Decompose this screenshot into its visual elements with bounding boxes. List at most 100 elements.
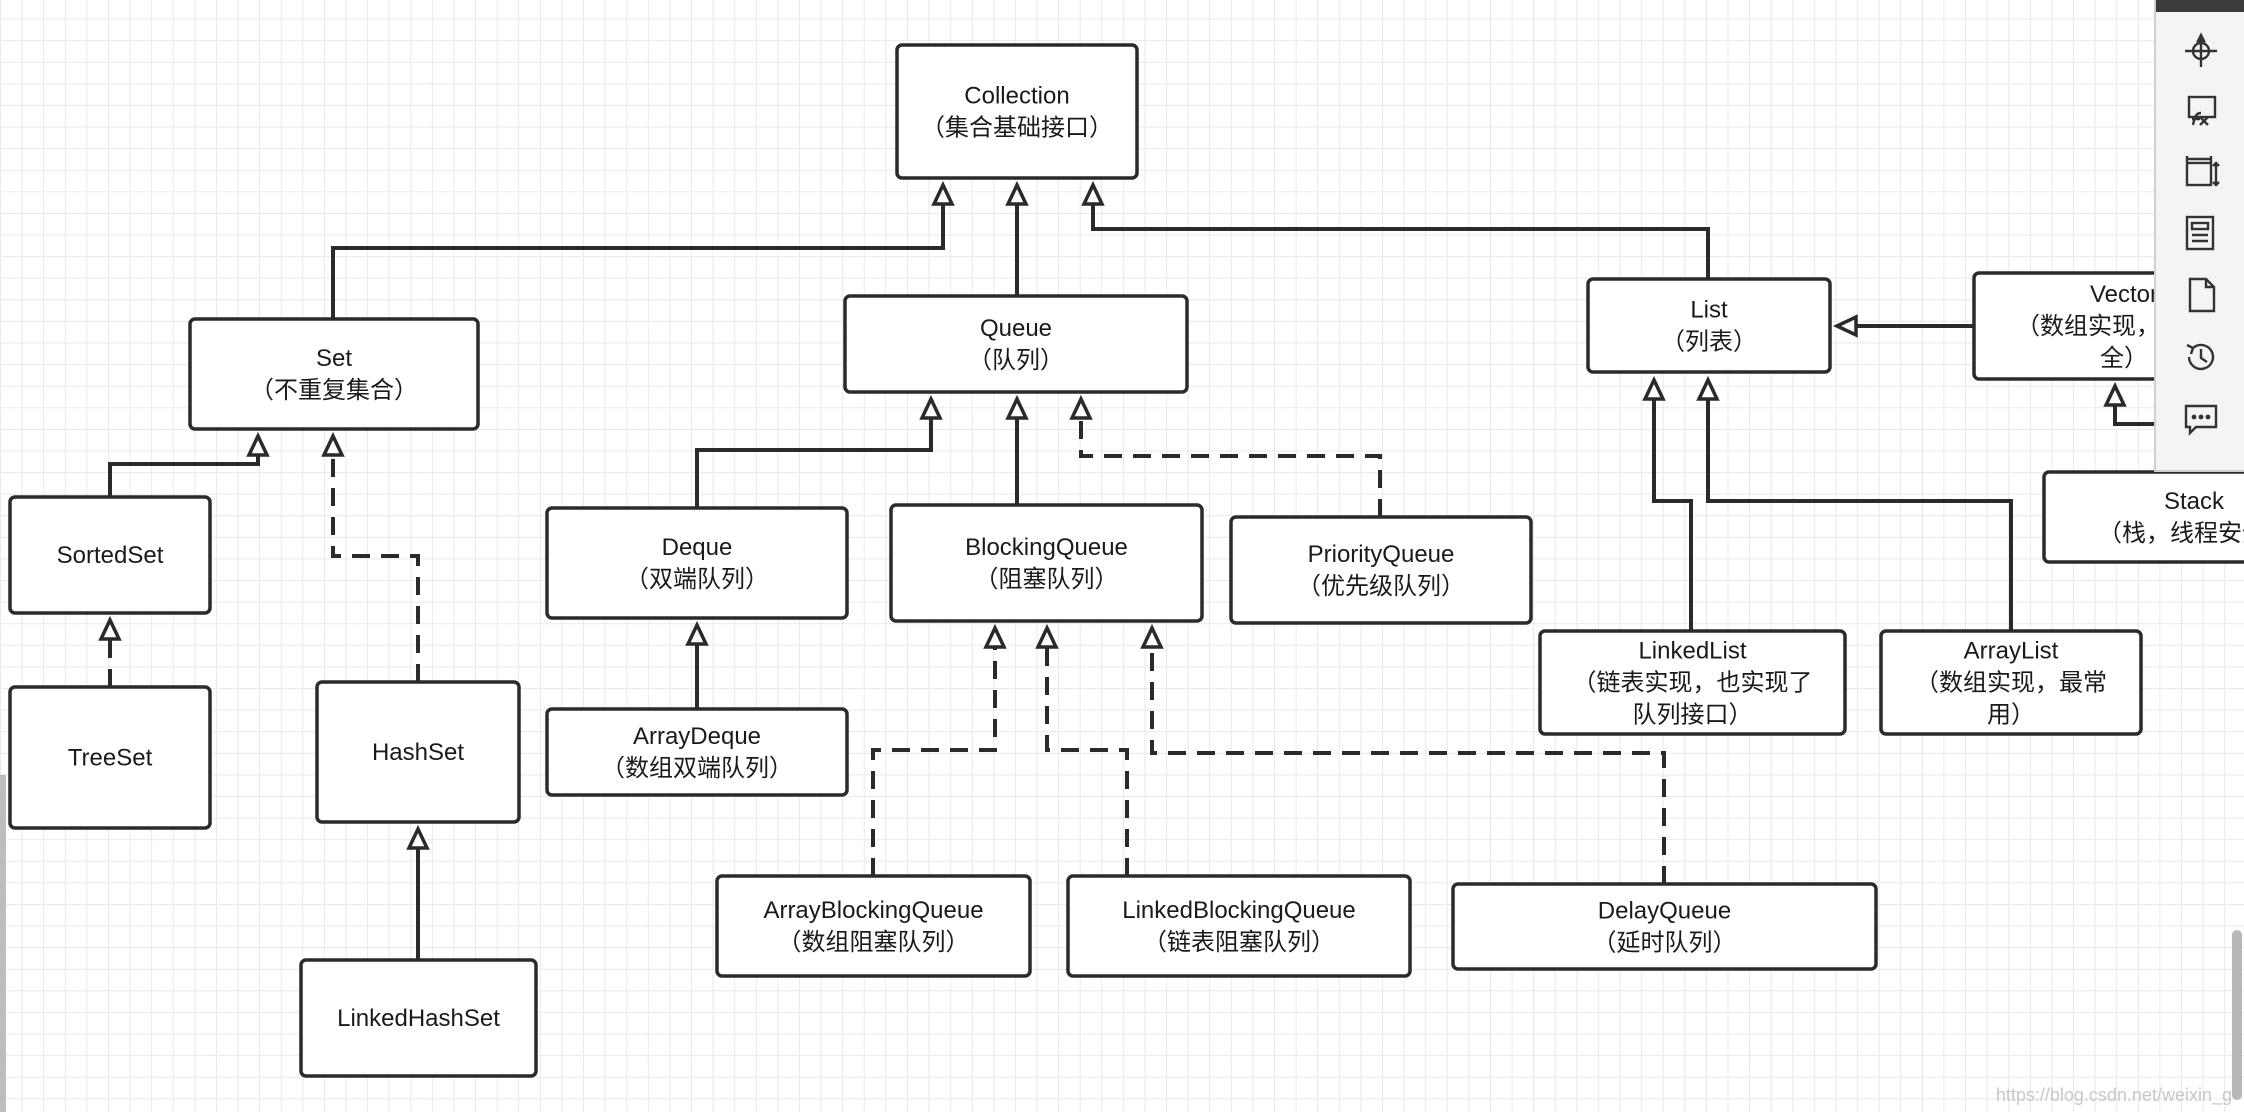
edge-hashset-to-set: [321, 431, 420, 682]
node-label: LinkedHashSet: [337, 1005, 500, 1032]
node-box[interactable]: [188, 317, 480, 431]
inheritance-arrow-head: [1081, 180, 1105, 206]
edge-line: [1706, 380, 2013, 631]
node-queue[interactable]: Queue（队列）: [843, 294, 1189, 394]
node-label: Set: [316, 345, 352, 372]
node-linkedhashset[interactable]: LinkedHashSet: [299, 958, 538, 1078]
node-label: Collection: [964, 83, 1069, 110]
node-box[interactable]: [843, 294, 1189, 394]
node-hashset[interactable]: HashSet: [315, 680, 521, 824]
node-priorityqueue[interactable]: PriorityQueue （优先级队列）: [1229, 515, 1533, 625]
node-label: （集合基础接口）: [921, 115, 1113, 142]
node-label: SortedSet: [57, 542, 164, 569]
history-icon[interactable]: [2178, 334, 2224, 380]
node-label: （链表实现，也实现了: [1573, 670, 1813, 697]
node-box[interactable]: [1538, 629, 1847, 736]
node-label: BlockingQueue: [965, 534, 1128, 561]
node-box[interactable]: [895, 43, 1139, 180]
edge-line: [331, 436, 420, 682]
edge-line: [1150, 628, 1666, 884]
inheritance-arrow-head: [2103, 381, 2127, 407]
node-box[interactable]: [315, 680, 521, 824]
node-label: PriorityQueue: [1308, 541, 1455, 568]
edge-set-to-collection: [331, 180, 955, 319]
node-list[interactable]: List （列表）: [1586, 277, 1832, 374]
formula-icon[interactable]: [2178, 88, 2224, 134]
toolbar-top-bar: [2156, 0, 2244, 12]
node-box[interactable]: [715, 874, 1032, 978]
resize-page-icon[interactable]: [2178, 150, 2224, 196]
edge-deque-to-queue: [695, 394, 943, 508]
inheritance-arrow-head: [98, 615, 122, 641]
edge-vector-to-list: [1832, 314, 1974, 338]
node-delayqueue[interactable]: DelayQueue（延时队列）: [1451, 882, 1878, 971]
edge-line: [331, 185, 945, 319]
node-label: List: [1690, 297, 1728, 324]
inheritance-arrow-head: [1005, 180, 1029, 206]
inheritance-arrow-head: [1069, 394, 1093, 420]
edge-line: [1079, 399, 1382, 517]
edge-linkedhashset-to-hashset: [406, 824, 430, 960]
node-label: 全）: [2100, 345, 2148, 372]
node-linkedblockingqueue[interactable]: LinkedBlockingQueue （链表阻塞队列）: [1066, 874, 1412, 978]
edge-linkedblockingqueue-to-blockingqueue: [1035, 623, 1129, 876]
node-label: LinkedBlockingQueue: [1122, 897, 1356, 924]
edge-blockingqueue-to-queue: [1005, 394, 1029, 505]
node-arraylist[interactable]: ArrayList（数组实现，最常用）: [1879, 629, 2143, 736]
node-label: 队列接口）: [1633, 702, 1753, 729]
inheritance-arrow-head: [321, 431, 345, 457]
node-box[interactable]: [299, 958, 538, 1078]
node-label: （列表）: [1661, 329, 1757, 356]
edge-line: [695, 399, 933, 508]
node-label: （延时队列）: [1593, 930, 1737, 957]
node-treeset[interactable]: TreeSet: [8, 685, 212, 830]
node-box[interactable]: [8, 495, 212, 615]
node-arrayblockingqueue[interactable]: ArrayBlockingQueue（数组阻塞队列）: [715, 874, 1032, 978]
edge-arraylist-to-list: [1696, 375, 2013, 631]
node-deque[interactable]: Deque（双端队列）: [545, 506, 849, 620]
node-collection[interactable]: Collection （集合基础接口）: [895, 43, 1139, 180]
node-arraydeque[interactable]: ArrayDeque（数组双端队列）: [545, 707, 849, 797]
node-box[interactable]: [545, 707, 849, 797]
node-box[interactable]: [1451, 882, 1878, 971]
node-box[interactable]: [1066, 874, 1412, 978]
node-box[interactable]: [1229, 515, 1533, 625]
inheritance-arrow-head: [1696, 375, 1720, 401]
node-label: ArrayList: [1964, 638, 2059, 665]
edge-treeset-to-sortedset: [98, 615, 122, 687]
vertical-scrollbar[interactable]: [2232, 930, 2242, 1100]
node-box[interactable]: [1586, 277, 1832, 374]
node-box[interactable]: [1879, 629, 2143, 736]
edge-linkedlist-to-list: [1642, 375, 1693, 631]
node-box[interactable]: [8, 685, 212, 830]
node-box[interactable]: [889, 503, 1204, 623]
node-label: （链表阻塞队列）: [1143, 929, 1335, 956]
node-set[interactable]: Set （不重复集合）: [188, 317, 480, 431]
node-label: Vector: [2090, 281, 2158, 308]
node-label: Queue: [980, 315, 1052, 342]
node-sortedset[interactable]: SortedSet: [8, 495, 212, 615]
page-icon[interactable]: [2178, 272, 2224, 318]
node-label: ArrayBlockingQueue: [763, 897, 983, 924]
node-label: TreeSet: [68, 745, 153, 772]
inheritance-arrow-head: [1140, 623, 1164, 649]
node-label: LinkedList: [1638, 638, 1746, 665]
inheritance-arrow-head: [685, 620, 709, 646]
layers-icon[interactable]: [2178, 210, 2224, 256]
node-label: （不重复集合）: [250, 377, 418, 404]
navigate-icon[interactable]: [2178, 28, 2224, 74]
comment-icon[interactable]: [2178, 396, 2224, 442]
node-blockingqueue[interactable]: BlockingQueue （阻塞队列）: [889, 503, 1204, 623]
edge-line: [871, 628, 997, 876]
node-label: ArrayDeque: [633, 723, 761, 750]
node-label: （优先级队列）: [1297, 573, 1465, 600]
inheritance-arrow-head: [919, 394, 943, 420]
node-box[interactable]: [2042, 470, 2244, 564]
node-box[interactable]: [545, 506, 849, 620]
node-label: （数组实现，最常: [1915, 670, 2107, 697]
node-label: （阻塞队列）: [975, 566, 1119, 593]
